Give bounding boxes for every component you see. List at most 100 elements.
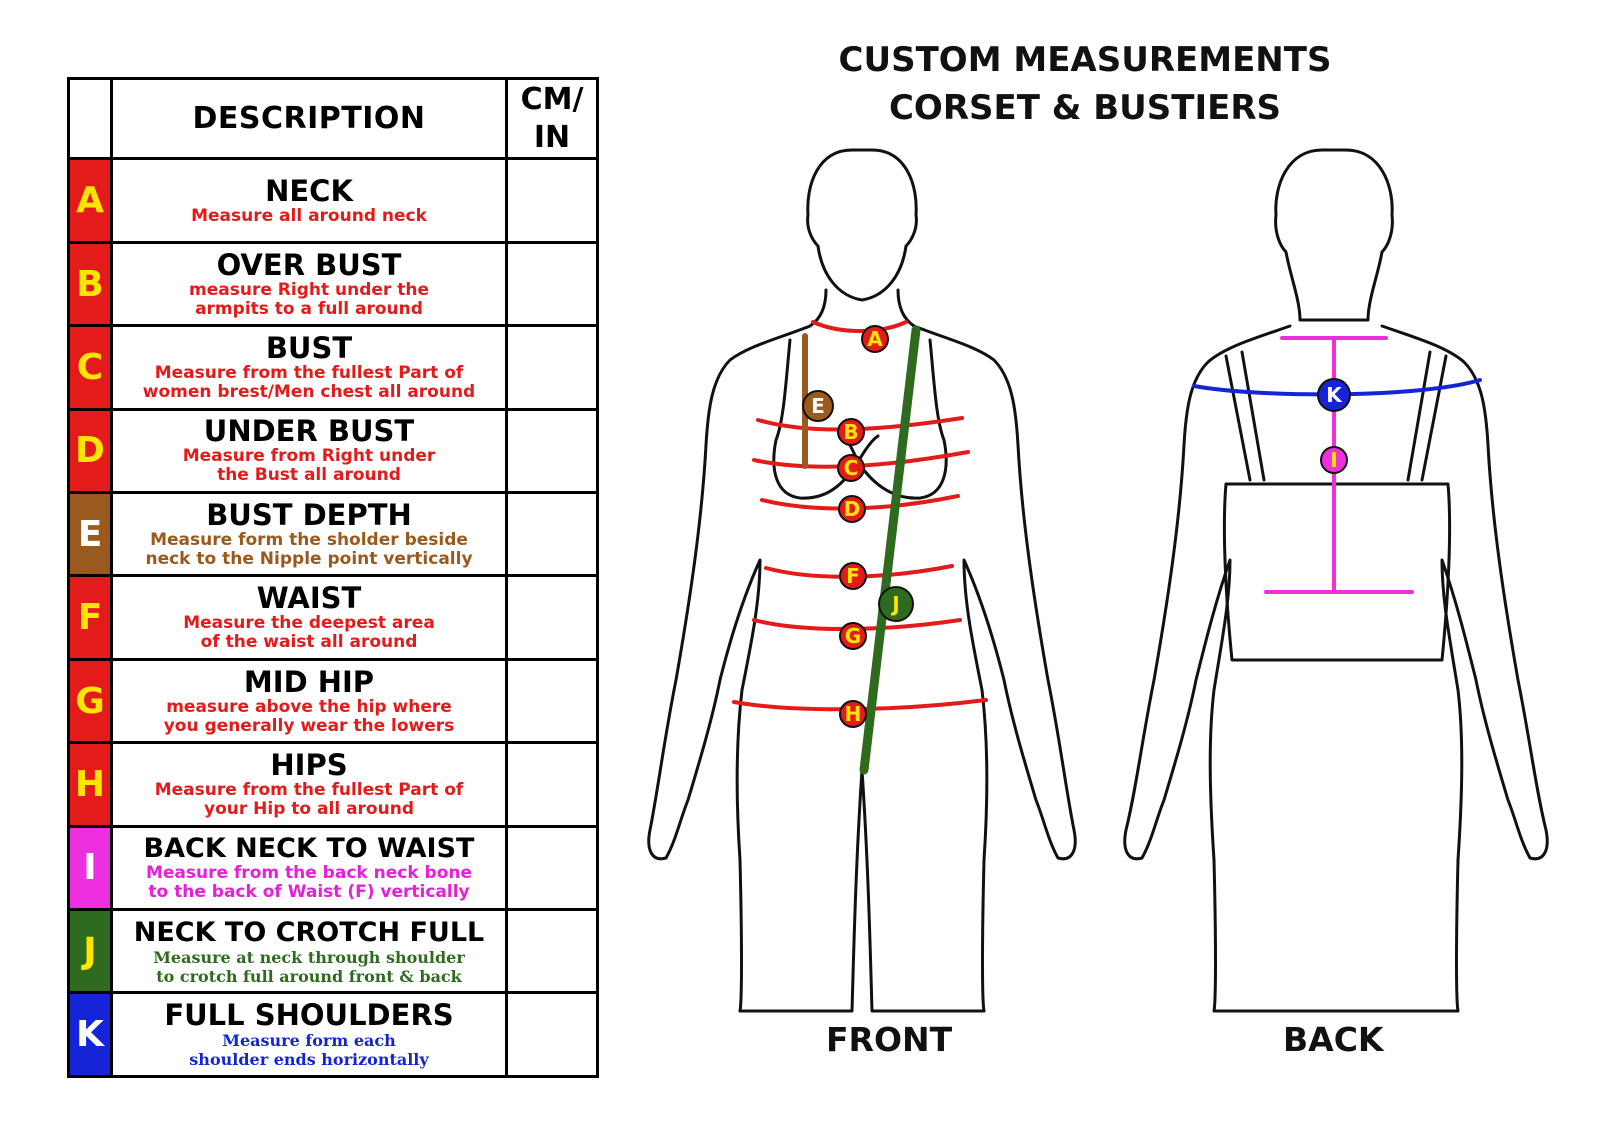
- measurement-value-field[interactable]: [505, 324, 599, 411]
- measurement-value-field[interactable]: [505, 824, 599, 912]
- measurement-title: FULL SHOULDERS: [164, 998, 454, 1033]
- measurement-instruction: Measure the deepest area: [183, 613, 435, 634]
- svg-text:D: D: [844, 497, 861, 521]
- marker-c: C: [837, 454, 865, 482]
- measurement-title: WAIST: [256, 581, 362, 616]
- marker-a: A: [861, 325, 889, 353]
- marker-d: D: [838, 495, 866, 523]
- line-j: [859, 325, 921, 775]
- measurement-instruction: to the back of Waist (F) vertically: [148, 882, 470, 903]
- svg-text:H: H: [845, 702, 862, 726]
- measurement-instruction: measure above the hip where: [166, 696, 452, 717]
- measurement-value-field[interactable]: [505, 407, 599, 495]
- marker-h: H: [839, 700, 867, 728]
- measurement-instruction: Measure from the fullest Part of: [154, 362, 464, 383]
- measurement-value-field[interactable]: [505, 491, 599, 578]
- measurement-instruction: women brest/Men chest all around: [142, 381, 476, 402]
- measurement-instruction: Measure from Right under: [182, 446, 436, 467]
- back-view-label: BACK: [1283, 1020, 1384, 1059]
- front-view-label: FRONT: [826, 1020, 953, 1059]
- measurement-instruction: to crotch full around front & back: [156, 966, 462, 986]
- marker-b: B: [837, 418, 865, 446]
- measurement-instruction: measure Right under the: [189, 279, 429, 300]
- measurement-title: OVER BUST: [216, 247, 402, 282]
- row-letter-badge: A: [67, 157, 113, 244]
- marker-e: E: [802, 390, 834, 422]
- front-body-outline-right: [896, 288, 1077, 1013]
- header-unit-line2: IN: [533, 119, 571, 155]
- measurement-value-field[interactable]: [505, 908, 599, 995]
- row-letter-badge: C: [67, 324, 113, 411]
- header-description: DESCRIPTION: [110, 76, 508, 161]
- svg-text:F: F: [846, 564, 860, 588]
- marker-g: G: [839, 622, 867, 650]
- measurement-title: HIPS: [270, 747, 348, 782]
- front-head: [806, 148, 918, 302]
- line-a: [811, 320, 908, 333]
- measurement-title: UNDER BUST: [203, 414, 415, 449]
- measurement-value-field[interactable]: [505, 574, 599, 661]
- front-body-outline: [647, 288, 828, 1013]
- measurement-title: NECK TO CROTCH FULL: [133, 916, 485, 948]
- measurement-title: MID HIP: [243, 664, 375, 699]
- front-markers: A B C D E F G H: [802, 325, 914, 728]
- measurement-instruction: neck to the Nipple point vertically: [145, 548, 473, 569]
- back-straps: [1224, 350, 1448, 482]
- measurement-instruction: Measure form the sholder beside: [150, 529, 468, 550]
- row-letter-badge: K: [67, 991, 113, 1078]
- header-unit: CM/ IN: [505, 76, 599, 161]
- measurement-title: BACK NECK TO WAIST: [143, 833, 475, 865]
- measurement-instruction: Measure at neck through shoulder: [153, 947, 465, 967]
- row-letter-badge: G: [67, 657, 113, 745]
- header-unit-line1: CM/: [520, 81, 584, 117]
- measurement-value-field[interactable]: [505, 741, 599, 828]
- svg-text:J: J: [890, 592, 899, 616]
- diagram-title-line1: CUSTOM MEASUREMENTS: [838, 40, 1332, 80]
- svg-text:A: A: [867, 327, 883, 351]
- back-body-outline-left: [1123, 324, 1549, 1013]
- measurement-instruction: the Bust all around: [217, 465, 401, 486]
- diagram-title-line2: CORSET & BUSTIERS: [888, 88, 1281, 128]
- measurement-value-field[interactable]: [505, 657, 599, 745]
- measurement-instruction: you generally wear the lowers: [163, 715, 455, 736]
- row-letter-badge: E: [67, 491, 113, 578]
- svg-text:C: C: [844, 456, 859, 480]
- marker-f: F: [839, 562, 867, 590]
- svg-text:E: E: [811, 394, 825, 418]
- row-letter-badge: B: [67, 240, 113, 328]
- svg-text:B: B: [843, 420, 858, 444]
- measurement-instruction: Measure from the back neck bone: [145, 863, 473, 884]
- measurement-instruction: armpits to a full around: [195, 298, 423, 319]
- measurement-value-field[interactable]: [505, 240, 599, 328]
- row-letter-badge: H: [67, 741, 113, 828]
- svg-text:G: G: [845, 624, 861, 648]
- measurement-value-field[interactable]: [505, 991, 599, 1078]
- row-letter-badge: I: [67, 824, 113, 912]
- measurement-value-field[interactable]: [505, 157, 599, 244]
- row-letter-badge: D: [67, 407, 113, 495]
- measurement-title: BUST: [265, 330, 353, 365]
- measurement-instruction: Measure all around neck: [191, 205, 427, 226]
- measurement-instruction: your Hip to all around: [204, 798, 414, 819]
- table-header-row: DESCRIPTION CM/ IN: [67, 76, 599, 161]
- front-leg-lines: [738, 768, 986, 1013]
- row-letter-badge: J: [67, 908, 113, 995]
- front-figure: [647, 148, 1077, 1013]
